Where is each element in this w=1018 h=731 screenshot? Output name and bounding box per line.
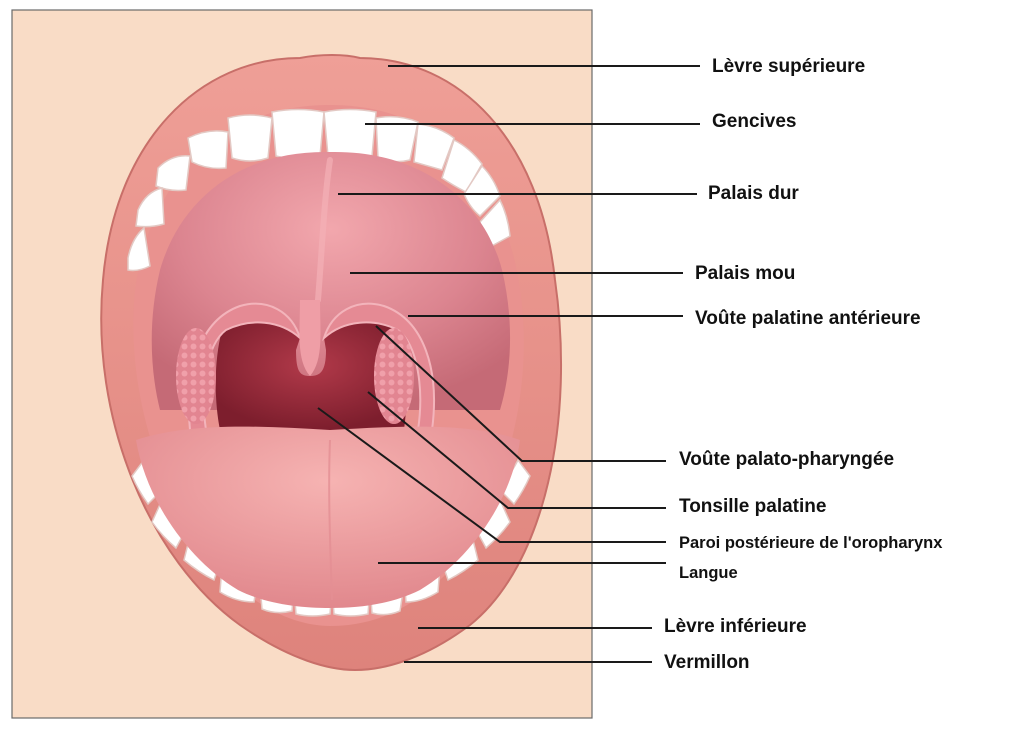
label-hard-palate: Palais dur <box>708 184 799 203</box>
label-anterior-arch: Voûte palatine antérieure <box>695 309 921 328</box>
label-vermilion: Vermillon <box>664 653 750 672</box>
label-posterior-arch: Voûte palato-pharyngée <box>679 450 894 469</box>
palatine-tonsil-left <box>176 328 216 424</box>
label-tongue: Langue <box>679 565 738 582</box>
label-palatine-tonsil: Tonsille palatine <box>679 497 826 516</box>
label-soft-palate: Palais mou <box>695 264 795 283</box>
label-lower-lip: Lèvre inférieure <box>664 617 807 636</box>
label-oropharynx-wall: Paroi postérieure de l'oropharynx <box>679 535 942 552</box>
label-gums: Gencives <box>712 112 797 131</box>
label-upper-lip: Lèvre supérieure <box>712 57 865 76</box>
